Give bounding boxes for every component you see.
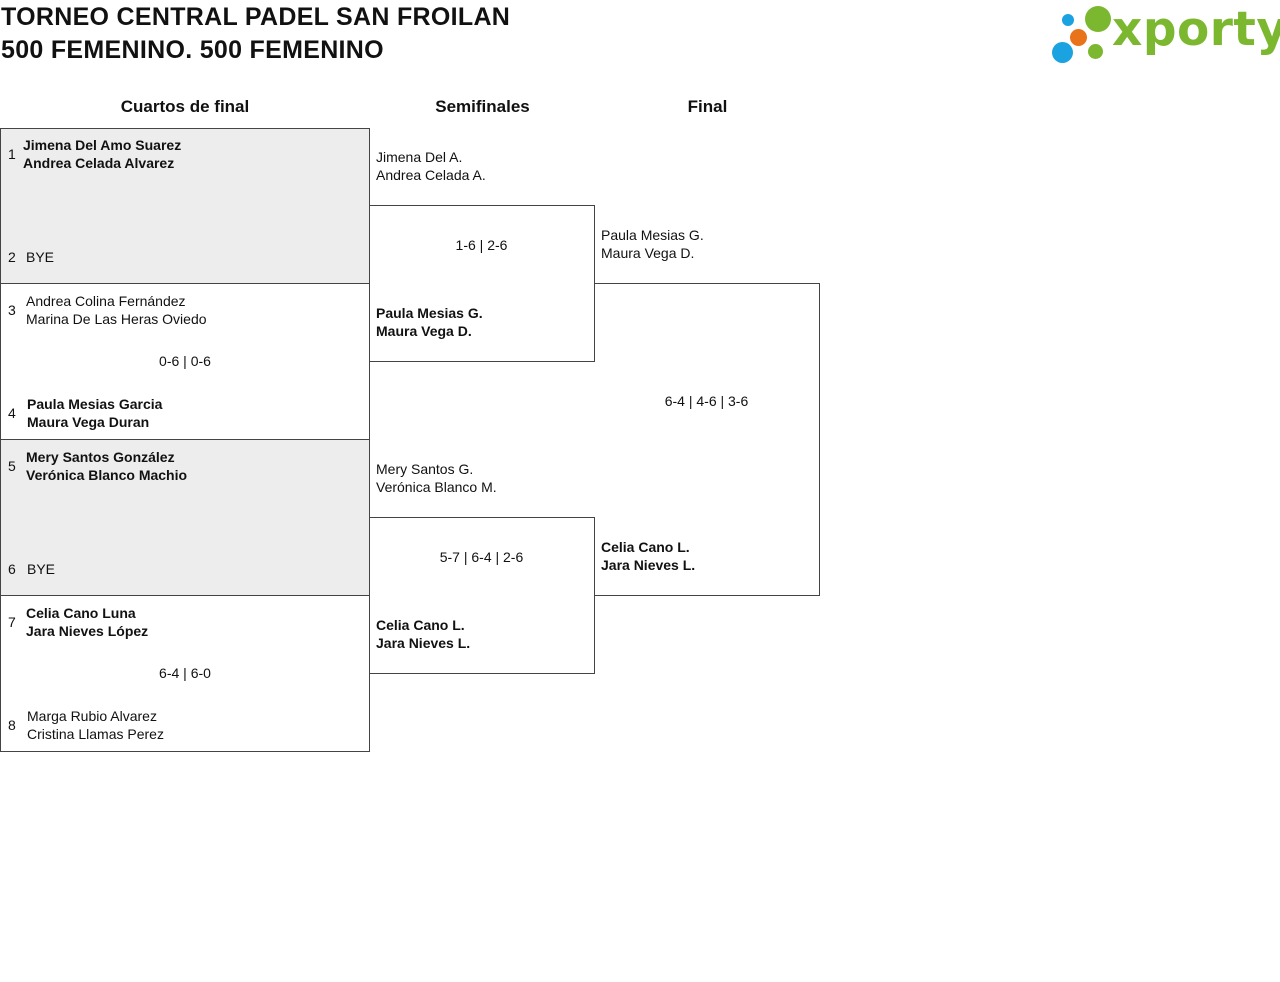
- team-names: Celia Cano L. Jara Nieves L.: [601, 538, 695, 574]
- semifinal-match-1[interactable]: 1-6 | 2-6 Paula Mesias G. Maura Vega D.: [369, 205, 595, 362]
- team-names: Andrea Colina Fernández Marina De Las He…: [26, 292, 207, 328]
- player-name: Marga Rubio Alvarez: [27, 708, 157, 724]
- logo-dot-orange-icon: [1070, 29, 1087, 46]
- quarterfinal-match-3[interactable]: 5 Mery Santos González Verónica Blanco M…: [0, 439, 370, 596]
- player-name: Cristina Llamas Perez: [27, 726, 164, 742]
- team-names: Mery Santos González Verónica Blanco Mac…: [26, 448, 187, 484]
- logo-dot-green-icon: [1085, 6, 1111, 32]
- team-names: Celia Cano L. Jara Nieves L.: [376, 616, 470, 652]
- match-score: 5-7 | 6-4 | 2-6: [439, 549, 524, 565]
- semifinal-2-team-a: Mery Santos G. Verónica Blanco M.: [376, 460, 497, 496]
- round-header-final: Final: [687, 97, 728, 116]
- team-names: Paula Mesias G. Maura Vega D.: [376, 304, 483, 340]
- player-name: Jara Nieves L.: [601, 557, 696, 573]
- bye-label: BYE: [26, 249, 55, 265]
- player-name: Verónica Blanco M.: [376, 479, 497, 495]
- player-name: Celia Cano L.: [601, 539, 690, 555]
- player-name: Maura Vega D.: [601, 245, 695, 261]
- match-score: 1-6 | 2-6: [455, 237, 508, 253]
- player-name: Jimena Del A.: [376, 149, 463, 165]
- match-score: 0-6 | 0-6: [159, 353, 211, 369]
- seed-number: 4: [8, 405, 16, 421]
- xporty-logo[interactable]: xporty: [1050, 4, 1280, 68]
- player-name: Celia Cano Luna: [26, 605, 136, 621]
- player-name: Andrea Celada A.: [376, 167, 486, 183]
- player-name: Andrea Celada Alvarez: [23, 155, 175, 171]
- seed-number: 7: [8, 614, 16, 630]
- logo-wordmark: xporty: [1112, 2, 1280, 57]
- logo-dot-blue-icon: [1052, 42, 1073, 63]
- match-score: 6-4 | 6-0: [159, 665, 211, 681]
- player-name: Mery Santos G.: [376, 461, 474, 477]
- player-name: Paula Mesias G.: [376, 305, 483, 321]
- quarterfinal-match-4[interactable]: 7 Celia Cano Luna Jara Nieves López 6-4 …: [0, 595, 370, 752]
- player-name: Marina De Las Heras Oviedo: [26, 311, 207, 327]
- quarterfinal-match-1[interactable]: 1 Jimena Del Amo Suarez Andrea Celada Al…: [0, 128, 370, 284]
- player-name: Maura Vega Duran: [27, 414, 150, 430]
- seed-number: 8: [8, 717, 16, 733]
- player-name: Celia Cano L.: [376, 617, 465, 633]
- team-names: Paula Mesias Garcia Maura Vega Duran: [27, 395, 162, 431]
- seed-number: 2: [8, 249, 16, 265]
- team-names: Celia Cano Luna Jara Nieves López: [26, 604, 148, 640]
- semifinal-1-team-a: Jimena Del A. Andrea Celada A.: [376, 148, 486, 184]
- seed-number: 6: [8, 561, 16, 577]
- final-match[interactable]: 6-4 | 4-6 | 3-6 Celia Cano L. Jara Nieve…: [594, 283, 820, 596]
- quarterfinal-match-2[interactable]: 3 Andrea Colina Fernández Marina De Las …: [0, 283, 370, 440]
- final-team-a: Paula Mesias G. Maura Vega D.: [601, 226, 704, 262]
- match-score: 6-4 | 4-6 | 3-6: [664, 393, 749, 409]
- player-name: Jara Nieves López: [26, 623, 149, 639]
- tournament-title: TORNEO CENTRAL PADEL SAN FROILAN: [1, 3, 511, 31]
- player-name: Andrea Colina Fernández: [26, 293, 186, 309]
- logo-dot-blue-small-icon: [1062, 14, 1074, 26]
- player-name: Maura Vega D.: [376, 323, 472, 339]
- seed-number: 5: [8, 458, 16, 474]
- seed-number: 3: [8, 302, 16, 318]
- semifinal-match-2[interactable]: 5-7 | 6-4 | 2-6 Celia Cano L. Jara Nieve…: [369, 517, 595, 674]
- player-name: Jara Nieves L.: [376, 635, 471, 651]
- category-title: 500 FEMENINO. 500 FEMENINO: [1, 36, 384, 64]
- seed-number: 1: [8, 146, 16, 162]
- player-name: Jimena Del Amo Suarez: [23, 137, 182, 153]
- player-name: Paula Mesias Garcia: [27, 396, 163, 412]
- player-name: Paula Mesias G.: [601, 227, 704, 243]
- player-name: Verónica Blanco Machio: [26, 467, 188, 483]
- team-names: Jimena Del Amo Suarez Andrea Celada Alva…: [23, 136, 181, 172]
- logo-dot-green-small-icon: [1088, 44, 1103, 59]
- round-header-quarterfinals: Cuartos de final: [120, 97, 250, 116]
- team-names: Marga Rubio Alvarez Cristina Llamas Pere…: [27, 707, 164, 743]
- bye-label: BYE: [27, 561, 56, 577]
- player-name: Mery Santos González: [26, 449, 175, 465]
- round-header-semifinals: Semifinales: [435, 97, 530, 116]
